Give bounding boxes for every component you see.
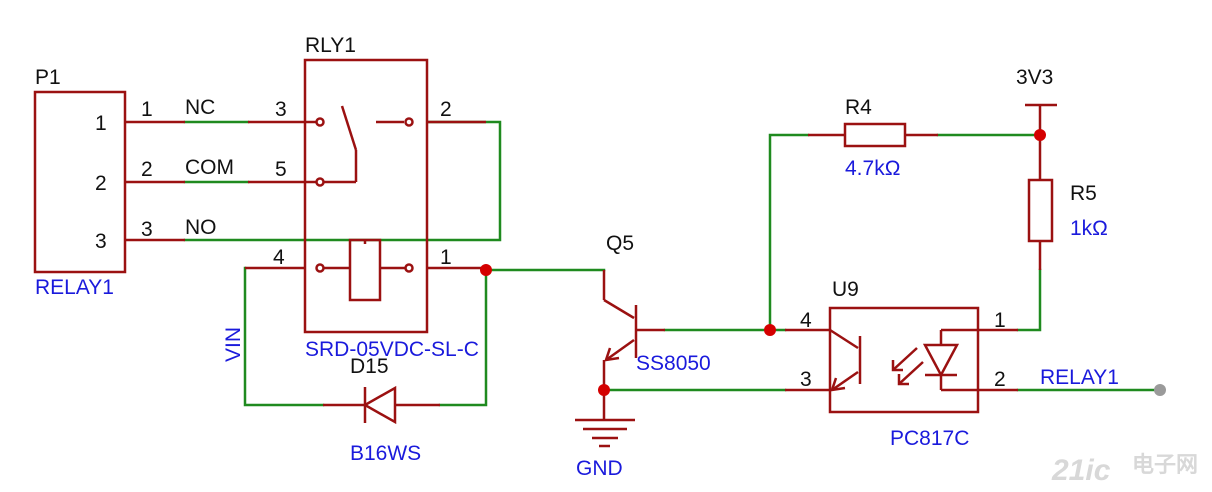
r4-value: 4.7kΩ xyxy=(845,157,900,180)
d15-value: B16WS xyxy=(350,442,421,465)
rly1-pin2-label: 2 xyxy=(440,98,452,121)
u9-pt-emitter-arrow xyxy=(830,377,846,392)
junction-coil-pin1 xyxy=(480,264,492,276)
rly1-pin4-label: 4 xyxy=(273,246,285,269)
rly1-pin1-label: 1 xyxy=(440,246,452,269)
r5-body xyxy=(1027,178,1054,243)
rly1-value: SRD-05VDC-SL-C xyxy=(305,338,479,361)
r5-value: 1kΩ xyxy=(1070,217,1108,240)
r4-body xyxy=(843,122,907,148)
p1-designator: P1 xyxy=(35,66,61,89)
watermark-cn: 电子网 xyxy=(1132,452,1198,477)
u9-led-triangle xyxy=(922,343,960,378)
r5-designator: R5 xyxy=(1070,182,1097,205)
rly1-pin3-label: 3 xyxy=(275,98,287,121)
u9-light-arrow-1 xyxy=(892,347,918,371)
net-no-label: NO xyxy=(185,216,217,239)
u9-light-arrow-2 xyxy=(898,361,924,385)
net-com-label: COM xyxy=(185,156,234,179)
gnd-label: GND xyxy=(576,457,623,480)
d15-designator: D15 xyxy=(350,355,389,378)
d15-anode-triangle xyxy=(362,385,397,425)
rly1-pin5-label: 5 xyxy=(275,158,287,181)
u9-pin4-label: 4 xyxy=(800,309,812,332)
u9-pin1-label: 1 xyxy=(994,309,1006,332)
p1-pin2-outer: 2 xyxy=(141,158,153,181)
u9-light-arrow-2-head xyxy=(897,374,909,386)
rly1-designator: RLY1 xyxy=(305,34,356,57)
junction-gnd xyxy=(598,384,610,396)
u9-body xyxy=(828,306,980,414)
r4-designator: R4 xyxy=(845,96,872,119)
rly1-body xyxy=(303,58,429,334)
p1-body xyxy=(33,90,127,274)
relay1-port-endpoint[interactable] xyxy=(1154,384,1166,396)
p1-pin1-inner: 1 xyxy=(95,112,107,135)
net-vin-label: VIN xyxy=(222,327,245,362)
u9-pt-collector xyxy=(829,328,859,350)
q5-value: SS8050 xyxy=(636,352,711,375)
rly1-coil xyxy=(348,238,382,302)
wire-u9-pin1-to-r5 xyxy=(1016,268,1042,332)
junction-3v3 xyxy=(1034,129,1046,141)
p1-pin3-inner: 3 xyxy=(95,230,107,253)
u9-pin3-label: 3 xyxy=(800,368,812,391)
q5-base-diag xyxy=(603,298,635,320)
p1-value: RELAY1 xyxy=(35,276,114,299)
q5-emitter-diag xyxy=(605,338,635,362)
watermark-brand: 21ic xyxy=(1051,454,1111,487)
wire-r4-left xyxy=(768,133,810,332)
q5-designator: Q5 xyxy=(606,232,634,255)
p1-pin2-inner: 2 xyxy=(95,172,107,195)
u9-designator: U9 xyxy=(832,278,859,301)
u9-pt-emitter xyxy=(831,370,859,392)
junction-u9-pin4 xyxy=(764,324,776,336)
v33-label: 3V3 xyxy=(1016,66,1053,89)
rly1-com-contact xyxy=(315,177,325,187)
p1-pin1-outer: 1 xyxy=(141,98,153,121)
u9-light-arrow-1-head xyxy=(891,360,903,372)
wire-d15-cathode xyxy=(438,268,488,407)
u9-pin2-label: 2 xyxy=(994,368,1006,391)
p1-pin3-outer: 3 xyxy=(141,218,153,241)
q5-emitter-arrow xyxy=(604,347,620,362)
net-relay1-label: RELAY1 xyxy=(1040,366,1119,389)
rly1-nc-contact xyxy=(315,117,325,127)
net-nc-label: NC xyxy=(185,96,215,119)
rly1-coil-right-contact xyxy=(404,263,414,273)
rly1-no-contact xyxy=(404,117,414,127)
rly1-arm xyxy=(340,105,358,151)
wire-vin-loop xyxy=(243,266,325,407)
u9-value: PC817C xyxy=(890,427,969,450)
rly1-coil-left-contact xyxy=(315,263,325,273)
